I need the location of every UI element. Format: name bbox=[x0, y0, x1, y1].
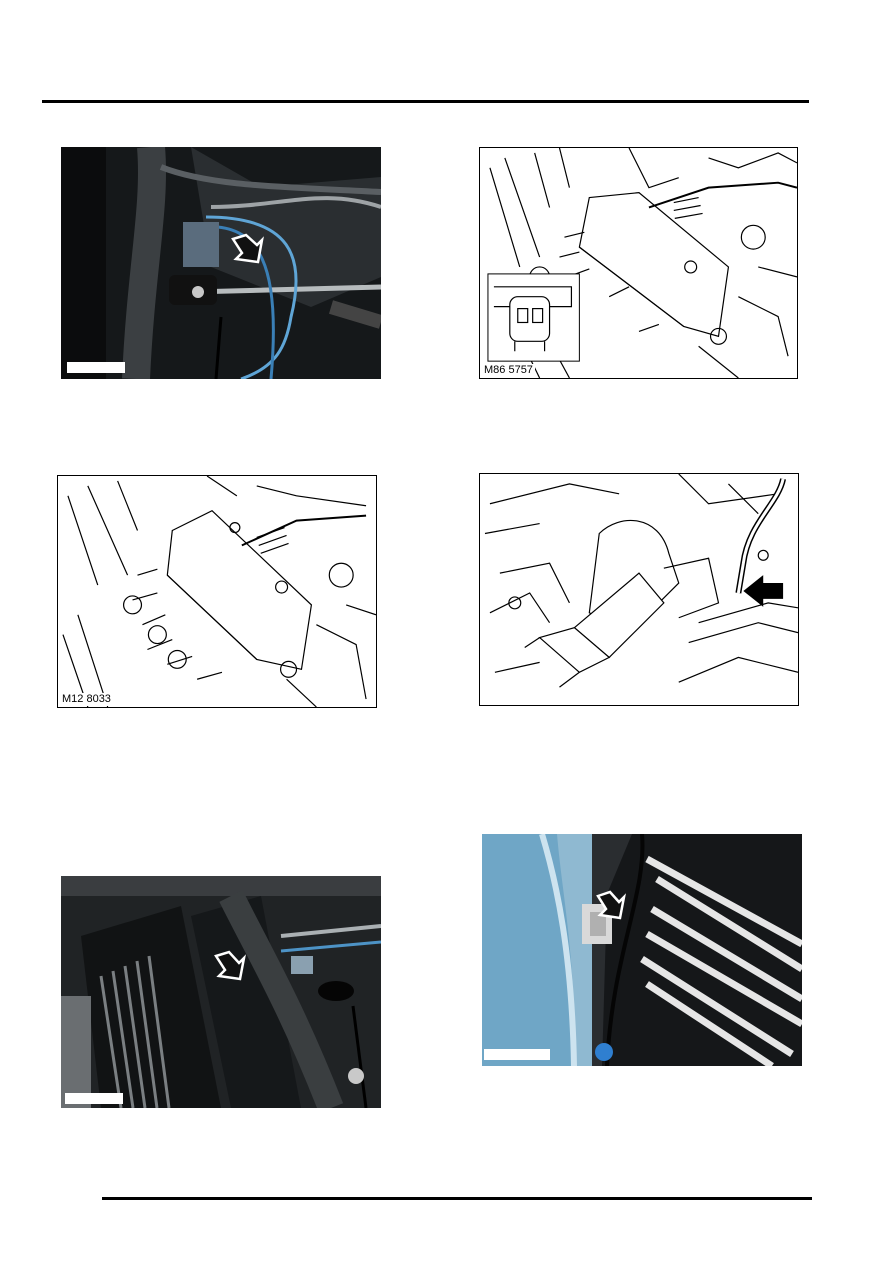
figure-line-2: M86 5757 bbox=[479, 147, 798, 379]
photo-1-illustration bbox=[61, 147, 381, 379]
drawing-3-illustration bbox=[62, 476, 376, 707]
photo-6-illustration bbox=[482, 834, 802, 1066]
photo-label-blank bbox=[67, 362, 125, 373]
photo-5-illustration bbox=[61, 876, 381, 1108]
figure-photo-1 bbox=[61, 147, 381, 379]
figure-ref-label: M86 5757 bbox=[482, 364, 535, 377]
footer-rule bbox=[102, 1197, 812, 1200]
figure-line-3: M12 8033 bbox=[57, 475, 377, 708]
figure-line-4 bbox=[479, 473, 799, 706]
figure-ref-label: M12 8033 bbox=[60, 693, 113, 706]
figure-photo-6 bbox=[482, 834, 802, 1066]
figure-photo-5 bbox=[61, 876, 381, 1108]
photo-label-blank bbox=[65, 1093, 123, 1104]
drawing-4-illustration bbox=[484, 474, 798, 688]
photo-label-blank bbox=[484, 1049, 550, 1060]
drawing-2-illustration bbox=[487, 148, 797, 378]
header-rule bbox=[42, 100, 809, 103]
